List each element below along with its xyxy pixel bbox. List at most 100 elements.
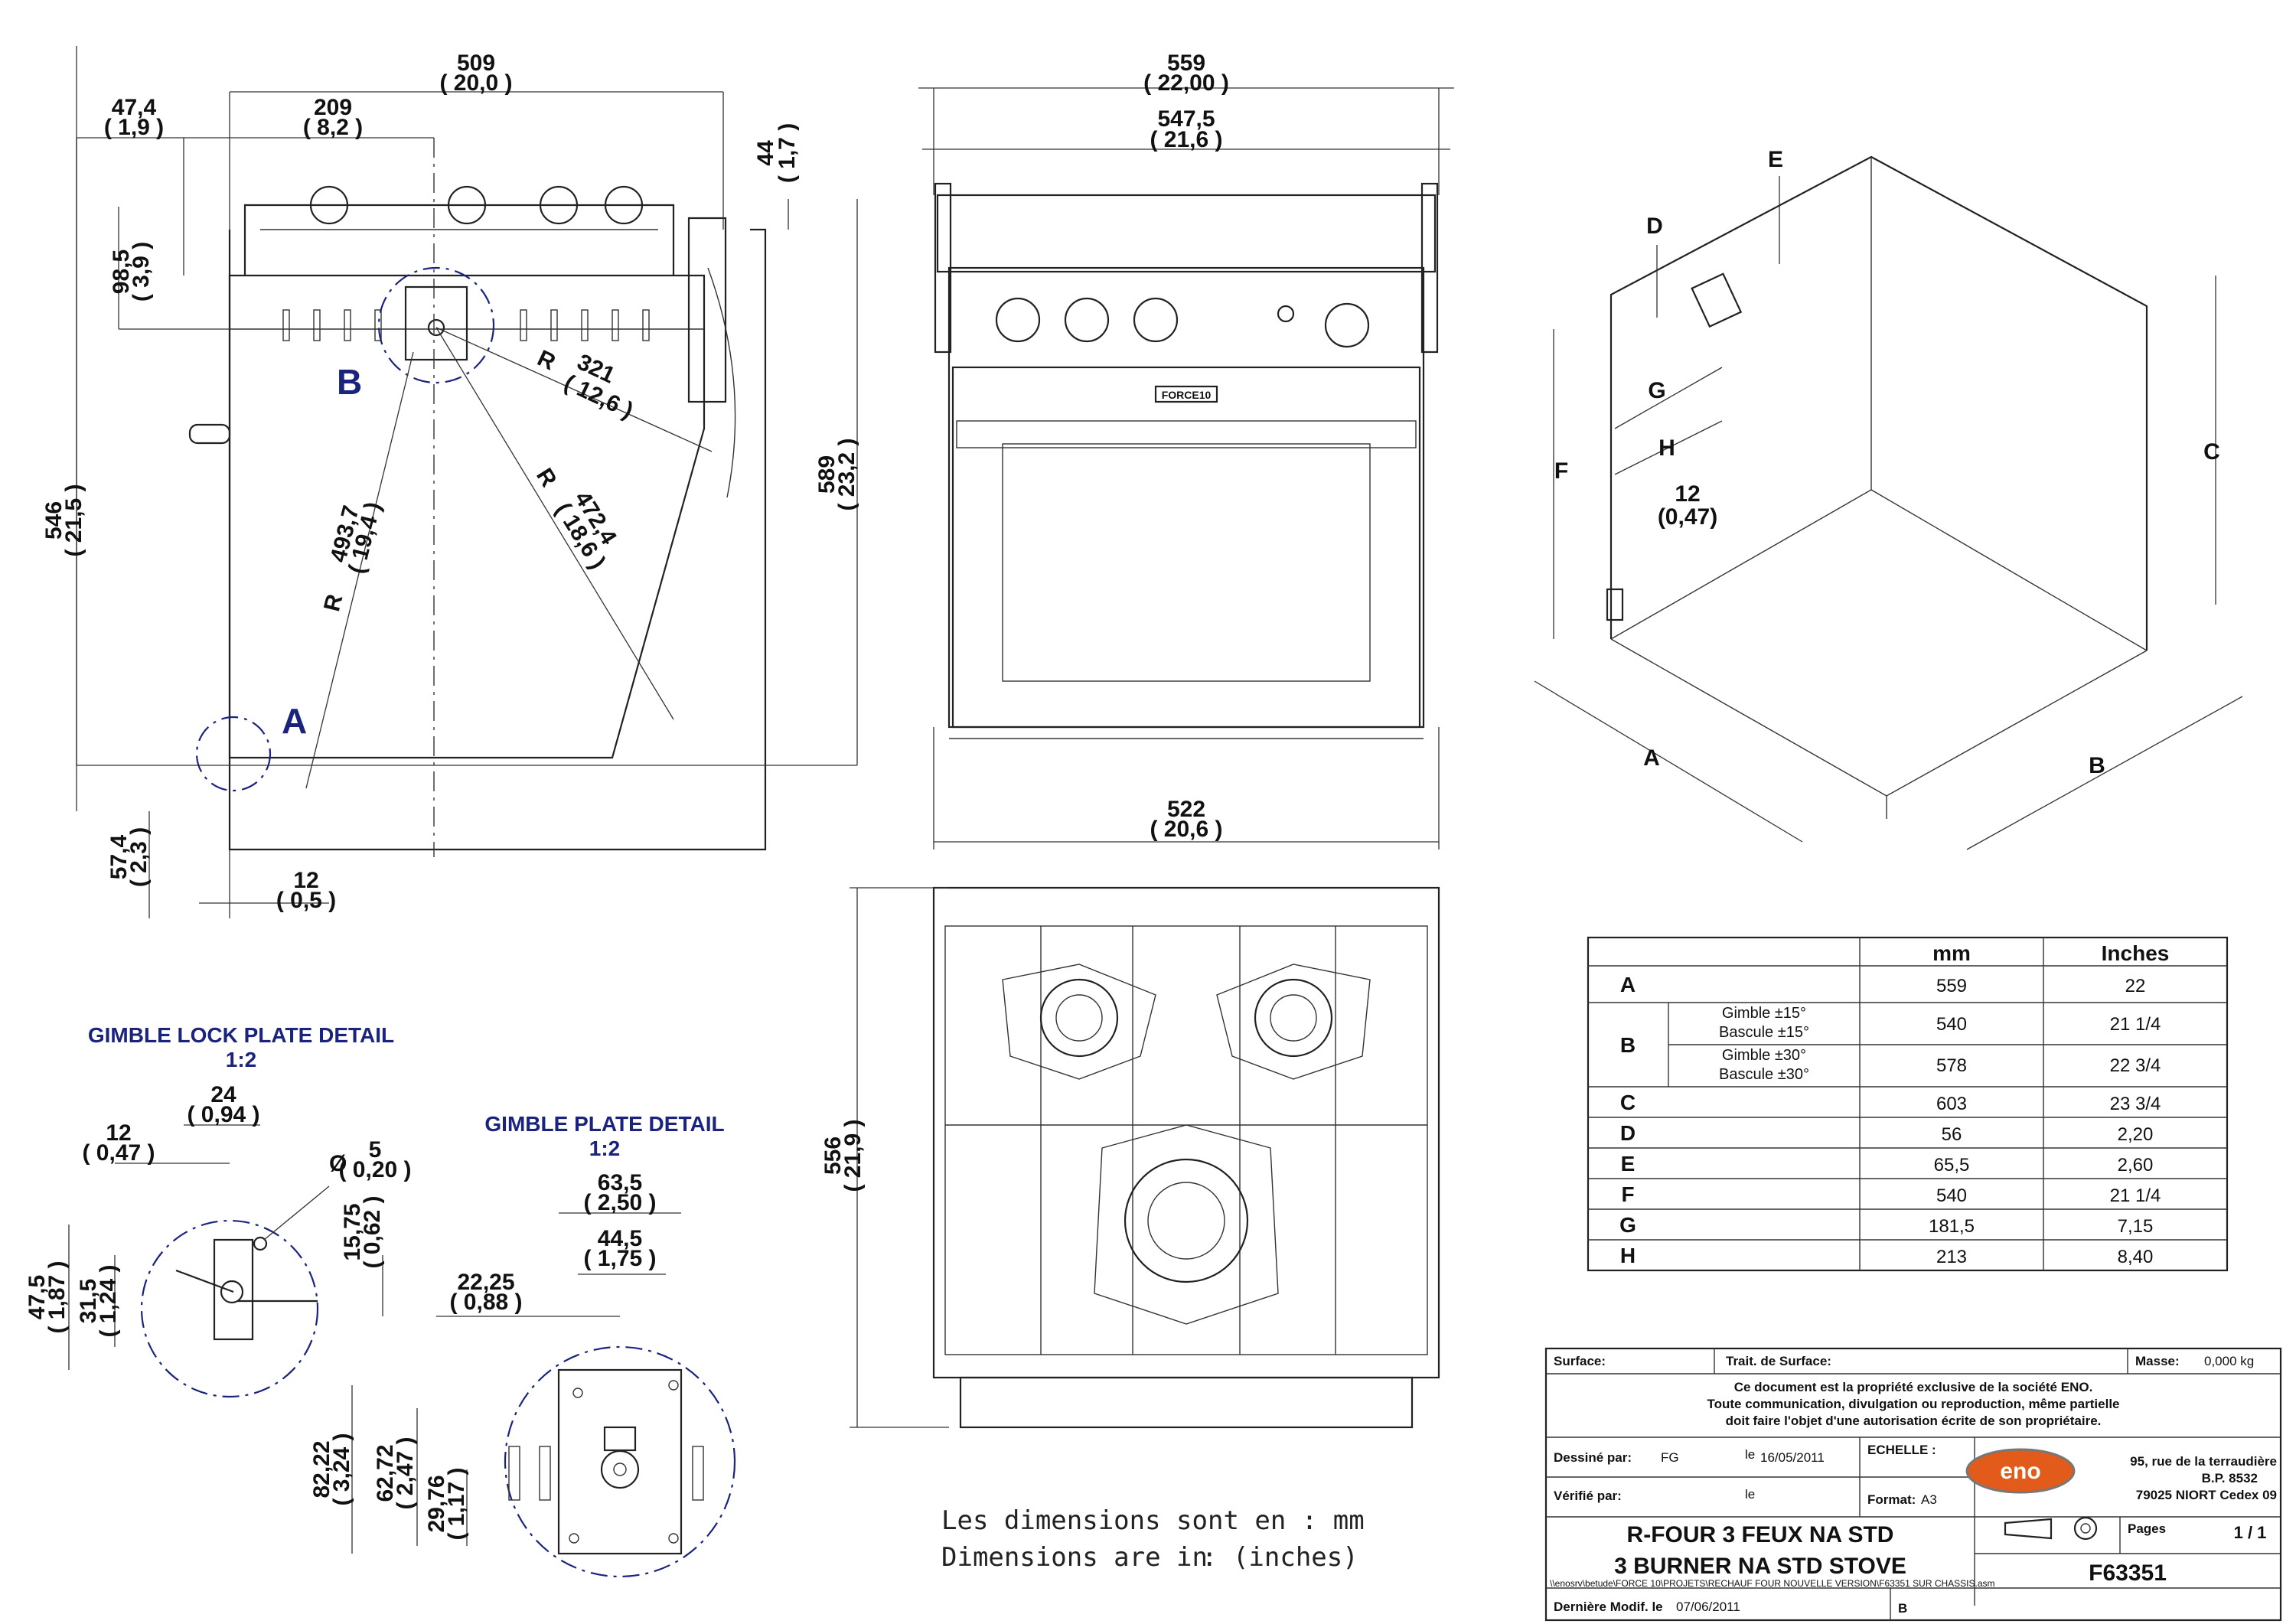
tb-le1-value: 16/05/2011 [1760,1450,1825,1465]
tb-format-label: Format: [1867,1492,1916,1507]
lock-dim-dia-sym: Ø [329,1151,347,1176]
dim-total-height-in: ( 21,5 ) [61,484,86,556]
lock-dim-24: 24 [210,1082,236,1107]
units-note-mm: Les dimensions sont en : mm [941,1505,1365,1536]
tb-reference: F63351 [2089,1560,2167,1586]
plate-dim-44-5-in: ( 1,75 ) [583,1246,656,1271]
radius-321-r: R [533,345,559,375]
table-cell-in: 22 3/4 [2110,1055,2161,1076]
front-width-mid: 547,5 [1157,106,1215,132]
iso-label-d: D [1646,214,1663,239]
knob [539,185,579,225]
front-width-mid-in: ( 21,6 ) [1150,127,1222,152]
plate-detail-title: GIMBLE PLATE DETAIL [484,1112,724,1136]
dim-bottom-width: 12 [293,868,318,893]
table-sub-gimble30: Gimble ±30° [1722,1047,1806,1064]
projection-symbol [2073,1516,2098,1541]
plate-dim-29-76-in: ( 1,17 ) [444,1467,469,1540]
lock-dim-12-in: ( 0,47 ) [82,1140,155,1166]
table-header-mm: mm [1932,941,1971,965]
lock-dim-31-5-in: ( 1,24 ) [96,1264,121,1337]
plate-dim-82-22: 82,22 [309,1440,334,1498]
marker-a: A [282,701,307,741]
lock-dim-47-5: 47,5 [24,1275,50,1319]
tb-masse-value: 0,000 kg [2204,1354,2254,1368]
plate-dim-63-5: 63,5 [598,1170,642,1195]
table-row-key: H [1620,1244,1636,1267]
front-width-bottom-in: ( 20,6 ) [1150,817,1222,842]
brand-label: FORCE10 [1162,389,1212,401]
plate-dim-62-72-in: ( 2,47 ) [393,1436,418,1509]
gimble-plate [557,1368,683,1555]
tb-address-2: B.P. 8532 [2202,1471,2258,1485]
top-depth: 556 [820,1136,846,1175]
iso-label-b: B [2089,753,2105,778]
tb-format-value: A3 [1921,1492,1937,1507]
dim-pivot-height-in: ( 3,9 ) [129,242,154,302]
tb-pages-value: 1 / 1 [2234,1523,2267,1542]
plate-dim-82-22-in: ( 3,24 ) [329,1433,354,1505]
tb-echelle-label: ECHELLE : [1867,1443,1936,1457]
top-depth-in: ( 21,9 ) [840,1119,866,1192]
oven-door [951,366,1421,729]
table-cell-in: 21 1/4 [2110,1014,2161,1035]
units-note-in: Dimensions are in [941,1542,1208,1573]
radius-493-r: R [319,592,347,614]
tb-modif-label: Dernière Modif. le [1554,1600,1663,1614]
tb-title-en: 3 BURNER NA STD STOVE [1614,1554,1906,1579]
table-cell-in: 23 3/4 [2110,1094,2161,1114]
table-row-key: G [1619,1213,1636,1237]
front-knob [1133,297,1179,343]
title-block [1544,1347,2282,1622]
iso-gap-in: (0,47) [1658,504,1717,530]
dim-mid-width-in: ( 8,2 ) [303,115,363,140]
tb-dessine-value: FG [1661,1450,1679,1465]
table-cell-in: 2,60 [2118,1155,2154,1176]
tb-title-fr: R-FOUR 3 FEUX NA STD [1627,1522,1894,1547]
tb-revision: B [1898,1601,1907,1616]
plate-dim-29-76: 29,76 [424,1475,449,1532]
burner-center [1124,1158,1249,1283]
burner-right [1254,978,1333,1058]
iso-cabinet [1534,155,2243,850]
table-cell-mm: 540 [1936,1185,1967,1206]
tb-notice-3: doit faire l'objet d'une autorisation éc… [1726,1414,2102,1428]
dim-left-offset: 47,4 [112,95,157,120]
tb-address-1: 95, rue de la terraudière [2130,1454,2277,1469]
igniter-button [1277,305,1295,323]
plate-dim-22-25: 22,25 [457,1270,514,1295]
front-view [918,87,1454,850]
table-cell-mm: 181,5 [1929,1216,1975,1237]
lock-dim-12: 12 [106,1120,131,1146]
plate-detail-circle [504,1345,736,1578]
tb-surface: Surface: [1554,1354,1606,1368]
table-header-inches: Inches [2102,941,2170,965]
front-knob [995,297,1041,343]
knob [447,185,487,225]
table-cell-in: 7,15 [2118,1216,2154,1237]
detail-b-circle [377,266,495,384]
lock-detail-circle [140,1219,319,1398]
tb-modif-value: 07/06/2011 [1676,1600,1740,1614]
tb-pages-label: Pages [2128,1521,2166,1536]
plate-dim-22-25-in: ( 0,88 ) [449,1290,522,1315]
iso-label-g: G [1648,378,1665,403]
table-row-key: D [1620,1121,1636,1145]
table-row-key: F [1621,1182,1634,1206]
tb-le2-label: le [1745,1487,1755,1502]
table-cell-mm: 559 [1936,976,1967,996]
dimension-table [1587,936,2229,1272]
dim-total-height: 546 [41,501,67,540]
knob [309,185,349,225]
dim-right-height: 589 [814,455,840,494]
table-cell-mm: 578 [1936,1055,1967,1076]
dim-right-height-in: ( 23,2 ) [834,438,859,510]
lock-dim-15-75-in: ( 0,62 ) [360,1195,385,1268]
plate-detail-scale: 1:2 [589,1136,620,1160]
eno-logo [1965,1448,2076,1494]
top-view [850,886,1440,1429]
lock-dim-5-in: ( 0,20 ) [338,1157,411,1182]
plate-dim-62-72: 62,72 [373,1444,398,1502]
table-sub-gimble15: Gimble ±15° [1722,1005,1806,1022]
